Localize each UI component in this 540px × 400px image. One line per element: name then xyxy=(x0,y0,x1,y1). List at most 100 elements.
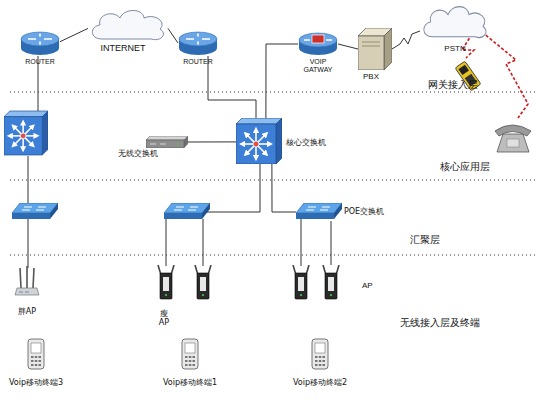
device-icon xyxy=(15,266,39,295)
device-icon xyxy=(358,28,392,70)
layer-label: 核心应用层 xyxy=(440,161,490,173)
network-wire xyxy=(301,219,302,266)
wireless-switch: 无线交换机 xyxy=(146,136,188,148)
voip-terminal: Voip移动终端2 xyxy=(310,338,330,370)
pstn-cloud: PSTN xyxy=(420,4,490,40)
device-label: VOIP GATWAY xyxy=(300,58,336,74)
device-icon xyxy=(420,4,490,40)
device-label: PSTN xyxy=(430,44,480,53)
device-icon xyxy=(182,339,198,369)
core-switch: 核心交换机 xyxy=(236,118,282,164)
thin-ap: 瘦 AP xyxy=(155,265,177,301)
network-link xyxy=(60,28,88,41)
device-label: 瘦 AP xyxy=(156,309,172,327)
layer-label: 汇聚层 xyxy=(410,234,440,246)
device-icon xyxy=(424,7,486,38)
telephone-symbol xyxy=(495,125,531,152)
wireless-link xyxy=(462,32,528,118)
voip-terminal: Voip移动终端3 xyxy=(26,338,46,370)
network-wire xyxy=(206,164,260,212)
ap-symbol xyxy=(195,265,211,299)
telephone-symbol xyxy=(495,125,531,136)
device-label: INTERNET xyxy=(88,43,158,53)
network-link xyxy=(188,141,236,142)
device-icon xyxy=(299,33,337,55)
voip-terminal: Voip移动终端1 xyxy=(180,338,200,370)
internet-cloud: INTERNET xyxy=(88,8,168,42)
device-icon xyxy=(14,266,40,298)
voip-gateway: VOIP GATWAY xyxy=(298,32,338,56)
poe-switch-symbol xyxy=(164,203,210,219)
poe-switch: POE交换机 xyxy=(296,203,342,221)
network-wire xyxy=(28,56,301,268)
device-label: PBX xyxy=(354,72,388,81)
device-icon xyxy=(158,265,174,299)
fat-ap: 胖AP xyxy=(14,266,40,298)
network-link xyxy=(392,31,420,49)
device-label: Voip移动终端2 xyxy=(280,378,360,387)
network-link xyxy=(272,164,296,212)
cellphone-symbol xyxy=(458,65,469,75)
device-icon xyxy=(180,338,200,370)
device-icon xyxy=(358,28,392,70)
device-icon xyxy=(146,136,188,148)
device-icon xyxy=(21,32,59,55)
core-switch-symbol xyxy=(4,111,48,155)
poe-switch-symbol xyxy=(164,203,210,219)
access-point: AP xyxy=(320,265,342,301)
layer-divider xyxy=(10,179,535,180)
device-label: Voip移动终端1 xyxy=(150,378,230,387)
network-wire xyxy=(166,219,167,266)
device-icon xyxy=(323,265,339,299)
device-icon xyxy=(310,338,330,370)
network-link xyxy=(208,56,256,118)
device-icon xyxy=(236,118,282,164)
pbx-box: PBX xyxy=(358,28,392,70)
device-label: Voip移动终端3 xyxy=(0,378,76,387)
device-icon xyxy=(88,8,168,42)
device-icon xyxy=(26,338,46,370)
device-icon xyxy=(312,339,328,369)
layer-label: 网关接入层 xyxy=(428,79,478,91)
network-wire xyxy=(28,156,29,204)
network-link xyxy=(338,44,358,49)
network-link xyxy=(168,28,178,43)
device-icon xyxy=(92,11,163,40)
layer-divider xyxy=(10,92,535,255)
device-icon xyxy=(298,32,338,56)
device-label: 无线交换机 xyxy=(108,149,168,158)
device-label: ROUTER xyxy=(10,58,70,66)
network-link xyxy=(331,221,332,265)
layer-label: 无线接入层及终端 xyxy=(400,317,480,329)
device-label: 核心交换机 xyxy=(286,138,356,147)
device-label: POE交换机 xyxy=(344,207,414,216)
device-label: ROUTER xyxy=(168,58,228,66)
ap-symbol xyxy=(293,265,309,299)
network-wire xyxy=(28,219,29,268)
ap-symbol xyxy=(293,265,309,299)
device-icon xyxy=(146,136,188,148)
network-wire xyxy=(203,219,204,266)
device-icon xyxy=(296,203,342,221)
device-icon xyxy=(20,30,60,56)
layer-divider xyxy=(10,91,535,92)
device-label: 胖AP xyxy=(7,307,47,316)
device-icon xyxy=(178,30,218,56)
ap-symbol xyxy=(195,265,211,299)
core-switch-symbol xyxy=(4,111,48,155)
device-icon xyxy=(179,32,217,55)
router-node: ROUTER xyxy=(20,30,60,56)
device-icon xyxy=(28,339,44,369)
device-icon xyxy=(320,265,342,301)
device-icon xyxy=(155,265,177,301)
telephone-symbol xyxy=(497,134,529,152)
device-icon xyxy=(236,118,282,164)
layer-divider xyxy=(10,254,535,255)
poe-switch-symbol xyxy=(12,203,58,219)
network-link xyxy=(266,44,298,118)
wireless-link xyxy=(482,32,528,118)
router-node: ROUTER xyxy=(178,30,218,56)
poe-switch-symbol xyxy=(12,203,58,219)
